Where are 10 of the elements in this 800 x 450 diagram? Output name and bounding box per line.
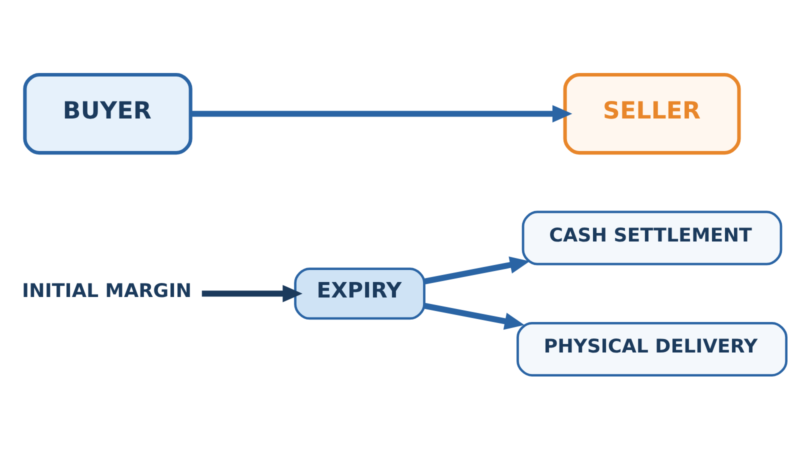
node-box: SELLER — [563, 72, 741, 155]
node-box: BUYER — [23, 72, 192, 155]
node-box: EXPIRY — [294, 268, 426, 320]
arrow — [202, 284, 302, 302]
node-box: CASH SETTLEMENT — [522, 210, 782, 266]
arrow — [424, 302, 524, 330]
arrow — [190, 105, 572, 122]
node-box: PHYSICAL DELIVERY — [516, 322, 788, 376]
node-text: INITIAL MARGIN — [22, 280, 192, 302]
arrow — [424, 256, 530, 284]
